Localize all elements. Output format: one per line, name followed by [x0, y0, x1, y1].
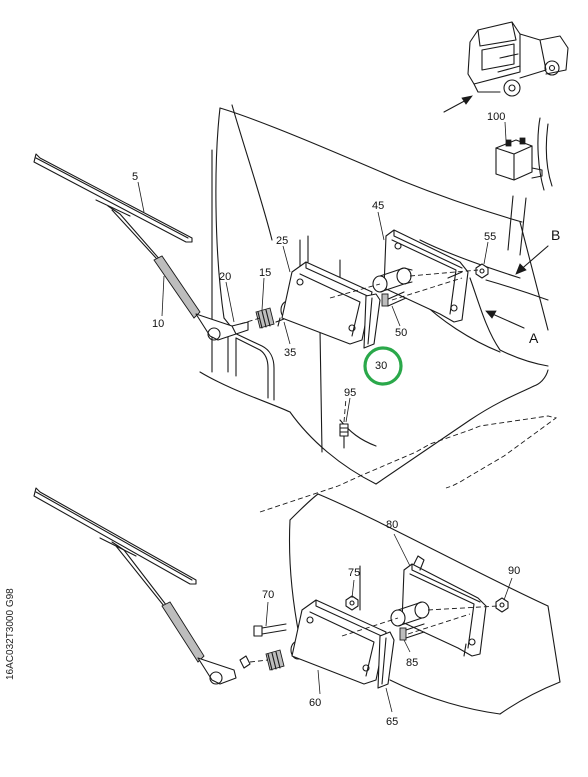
bushing-15 — [255, 307, 275, 329]
callout-30: 30 — [375, 360, 387, 372]
callout-labels: 100 5 45 55 25 15 20 10 50 35 30 95 80 9… — [132, 111, 560, 728]
view-letter-b: B — [551, 227, 560, 243]
callout-85: 85 — [406, 657, 418, 669]
leaders-lower — [265, 533, 513, 713]
plate-60 — [291, 599, 387, 685]
view-arrow-b — [515, 245, 549, 275]
screw-50 — [381, 291, 407, 307]
callout-90: 90 — [508, 565, 520, 577]
cab-panel-lower — [288, 493, 561, 715]
section-outline — [259, 415, 558, 513]
fastener-95 — [339, 423, 349, 449]
callout-35: 35 — [284, 347, 296, 359]
wiper-arm-lower — [111, 541, 251, 685]
callout-55: 55 — [484, 231, 496, 243]
highlight-ring — [363, 346, 403, 386]
callout-45: 45 — [372, 200, 384, 212]
seal-30 — [363, 293, 381, 349]
bracket-80 — [390, 555, 487, 657]
nut-75 — [345, 595, 359, 611]
screw-70 — [253, 623, 287, 637]
callout-60: 60 — [309, 697, 321, 709]
wiper-blade-upper — [33, 153, 193, 243]
callout-25: 25 — [276, 235, 288, 247]
inset-arrow — [443, 95, 473, 113]
alignment-lines-lower — [249, 605, 499, 663]
callout-50: 50 — [395, 327, 407, 339]
leaders-upper — [137, 181, 489, 423]
callout-100: 100 — [487, 111, 505, 123]
drawing-code: 16AC032T3000 G98 — [5, 588, 16, 680]
callout-70: 70 — [262, 589, 274, 601]
callout-5: 5 — [132, 171, 138, 183]
screw-85 — [399, 623, 425, 641]
nut-90 — [495, 597, 509, 613]
callout-75: 75 — [348, 567, 360, 579]
callout-95: 95 — [344, 387, 356, 399]
plate-25 — [281, 261, 373, 345]
callout-10: 10 — [152, 318, 164, 330]
bracket-45 — [372, 229, 469, 323]
view-arrow-a — [485, 310, 525, 329]
callout-20: 20 — [219, 271, 231, 283]
view-letter-a: A — [529, 330, 539, 346]
alignment-lines-upper — [239, 269, 479, 423]
callout-65: 65 — [386, 716, 398, 728]
callout-80: 80 — [386, 519, 398, 531]
nut-55 — [475, 263, 489, 279]
leader-100 — [504, 121, 507, 141]
seal-65 — [377, 631, 395, 689]
truck-inset — [467, 21, 569, 97]
wiper-blade-lower — [33, 487, 197, 585]
callout-15: 15 — [259, 267, 271, 279]
module-100 — [495, 137, 543, 181]
